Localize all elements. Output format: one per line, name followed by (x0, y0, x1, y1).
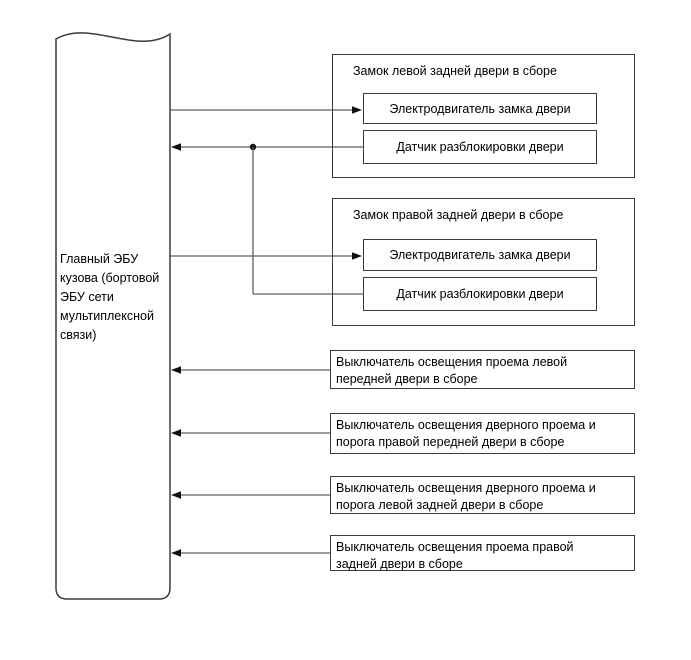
door-lock-motor-label-right: Электродвигатель замка двери (389, 248, 571, 262)
arrow-ecu-to-left-lock-motor (170, 106, 362, 114)
arrow-ecu-to-right-lock-motor (170, 252, 362, 260)
arrow-rear-left-door-switch-to-ecu (171, 491, 330, 499)
door-unlock-sensor-box-left: Датчик разблокировки двери (363, 130, 597, 164)
door-unlock-sensor-label-left: Датчик разблокировки двери (396, 140, 564, 154)
door-lock-motor-box-left: Электродвигатель замка двери (363, 93, 597, 124)
door-unlock-sensor-box-right: Датчик разблокировки двери (363, 277, 597, 311)
left-rear-door-lock-assembly-box: Замок левой задней двери в сборе Электро… (332, 54, 635, 178)
front-right-door-courtesy-switch-box: Выключатель освещения дверного проема и … (330, 413, 635, 454)
arrow-rear-right-door-switch-to-ecu (171, 549, 330, 557)
arrow-front-right-door-switch-to-ecu (171, 429, 330, 437)
right-rear-door-lock-assembly-box: Замок правой задней двери в сборе Электр… (332, 198, 635, 326)
door-lock-motor-label-left: Электродвигатель замка двери (389, 101, 571, 116)
left-rear-door-lock-assembly-title: Замок левой задней двери в сборе (353, 64, 557, 78)
ecu-label: Главный ЭБУ кузова (бортовой ЭБУ сети му… (60, 252, 160, 342)
front-left-door-courtesy-switch-box: Выключатель освещения проема левой перед… (330, 350, 635, 389)
rear-right-door-courtesy-switch-box: Выключатель освещения проема правой задн… (330, 535, 635, 571)
door-lock-motor-box-right: Электродвигатель замка двери (363, 239, 597, 271)
rear-left-door-courtesy-switch-box: Выключатель освещения дверного проема и … (330, 476, 635, 514)
arrow-front-left-door-switch-to-ecu (171, 366, 330, 374)
door-unlock-sensor-label-right: Датчик разблокировки двери (396, 287, 564, 301)
ecu-block-shape (55, 32, 171, 600)
right-rear-door-lock-assembly-title: Замок правой задней двери в сборе (353, 208, 564, 222)
